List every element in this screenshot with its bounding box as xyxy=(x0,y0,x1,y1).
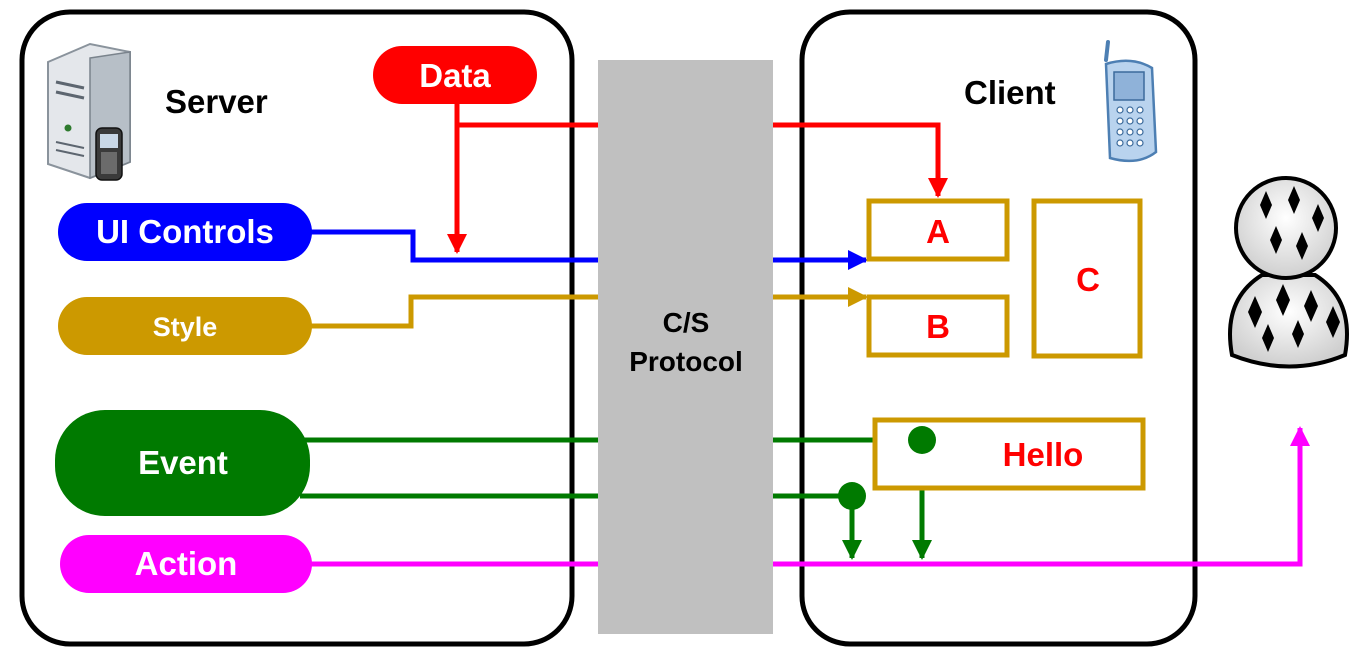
server-label: Server xyxy=(165,83,268,120)
data-connector xyxy=(447,100,948,254)
client-phone-icon xyxy=(1104,40,1158,163)
style-pill: Style xyxy=(58,297,312,355)
event-dot-lower xyxy=(838,482,866,510)
ui-controls-connector xyxy=(308,229,868,270)
user-avatar-icon xyxy=(1228,176,1349,369)
protocol-label-line2: Protocol xyxy=(629,346,743,377)
widget-a: A xyxy=(866,198,1010,262)
ui-controls-pill: UI Controls xyxy=(58,203,312,261)
widget-a-label: A xyxy=(926,213,950,250)
client-label: Client xyxy=(964,74,1056,111)
data-pill: Data xyxy=(373,46,537,104)
event-pill: Event xyxy=(55,410,310,516)
protocol-band xyxy=(598,60,773,634)
widget-c: C xyxy=(1031,198,1143,359)
style-connector xyxy=(308,287,868,329)
event-dot-hello xyxy=(908,426,936,454)
widget-hello-label: Hello xyxy=(1003,436,1084,473)
action-connector xyxy=(308,426,1310,567)
widget-b: B xyxy=(866,294,1010,358)
data-pill-label: Data xyxy=(419,57,491,94)
action-pill: Action xyxy=(60,535,312,593)
widget-c-label: C xyxy=(1076,261,1100,298)
event-pill-label: Event xyxy=(138,444,228,481)
action-pill-label: Action xyxy=(135,545,238,582)
protocol-label-line1: C/S xyxy=(663,307,710,338)
ui-controls-pill-label: UI Controls xyxy=(96,213,274,250)
style-pill-label: Style xyxy=(153,312,218,342)
mobile-phone-icon xyxy=(95,127,123,181)
widget-b-label: B xyxy=(926,308,950,345)
